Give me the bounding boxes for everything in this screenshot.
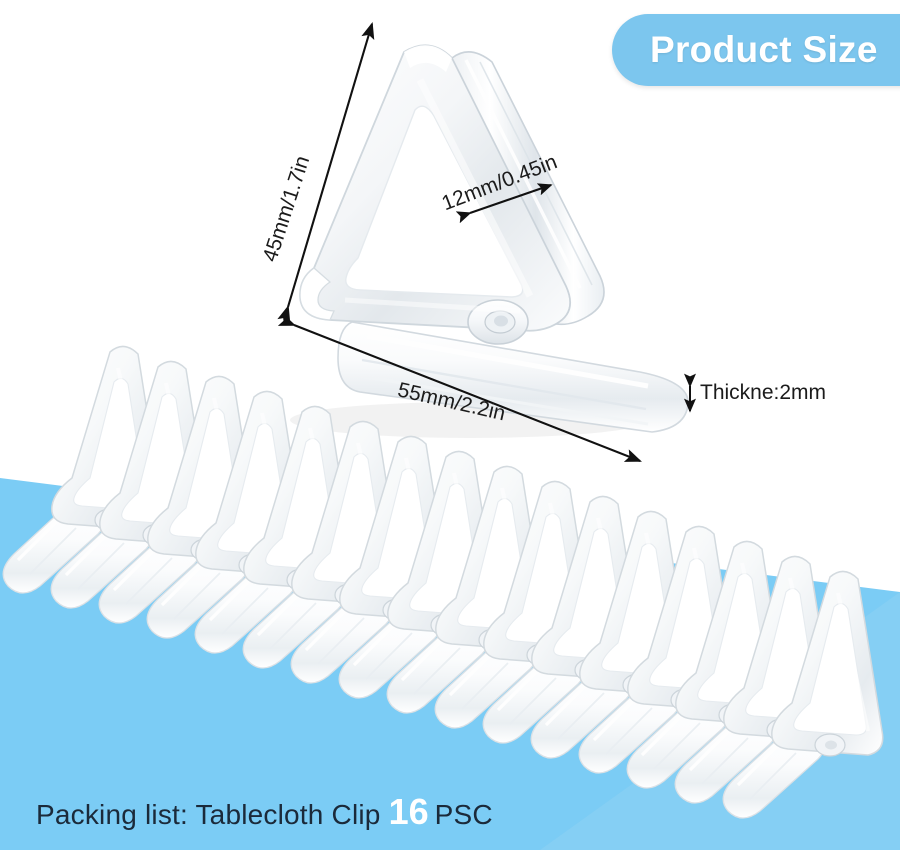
thickness-dimension-label: Thickne:2mm: [700, 381, 827, 404]
packing-list-suffix: PSC: [434, 799, 493, 830]
packing-list-caption: Packing list: Tablecloth Clip 16 PSC: [36, 794, 493, 831]
product-size-badge-label: Product Size: [650, 29, 878, 70]
wall-width-dimension-arrow: [455, 183, 553, 224]
base-width-dimension-arrow: [277, 313, 642, 462]
packing-list-count: 16: [388, 791, 429, 832]
height-dimension-arrow: [277, 21, 375, 324]
product-size-badge: Product Size: [612, 14, 900, 86]
packing-list-prefix: Packing list: Tablecloth Clip: [36, 799, 381, 830]
clip-instances: [1, 344, 885, 820]
